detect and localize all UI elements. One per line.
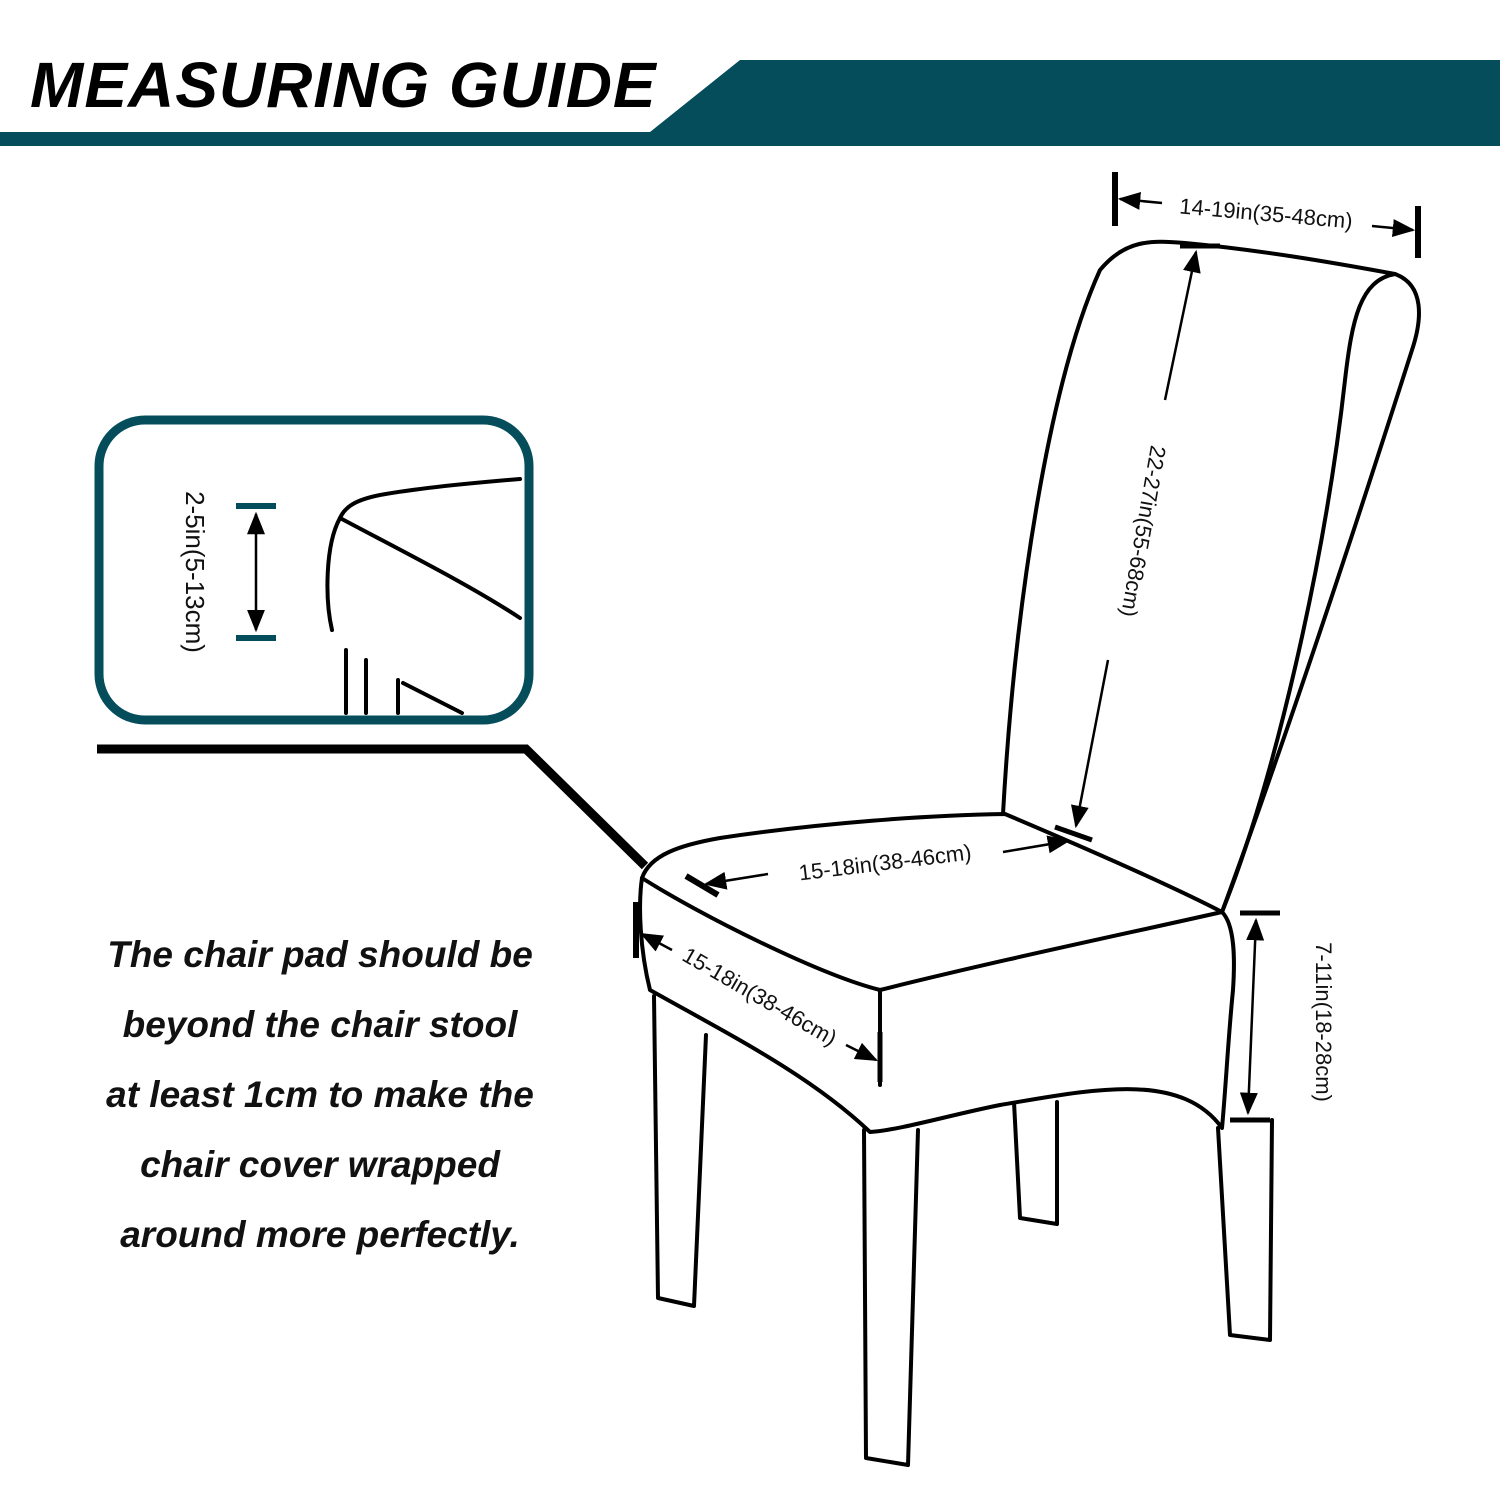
note-line: The chair pad should be: [107, 934, 533, 975]
back-left-leg: [1012, 1100, 1059, 1226]
callout-leader-line: [97, 744, 649, 870]
skirt-height-dimension: 7-11in(18-28cm): [1230, 910, 1336, 1123]
chair-illustration: [638, 239, 1421, 1467]
front-right-leg: [862, 1128, 920, 1467]
note-line: around more perfectly.: [120, 1214, 520, 1255]
note-line: at least 1cm to make the: [106, 1074, 534, 1115]
pad-detail-inset: [94, 415, 534, 725]
back-width-label: 14-19in(35-48cm): [1178, 193, 1353, 233]
back-side-seam: [1220, 272, 1397, 914]
chair-back: [1001, 239, 1421, 914]
title-banner: [0, 60, 1500, 146]
page-title: MEASURING GUIDE: [30, 49, 657, 121]
front-left-leg: [652, 994, 708, 1308]
seat-cushion: [638, 812, 1236, 1134]
back-right-leg: [1216, 1118, 1274, 1342]
pad-thickness-label: 2-5in(5-13cm): [180, 491, 210, 653]
usage-note: The chair pad should be beyond the chair…: [40, 920, 600, 1270]
note-line: beyond the chair stool: [122, 1004, 518, 1045]
skirt-height-label: 7-11in(18-28cm): [1311, 942, 1336, 1102]
note-line: chair cover wrapped: [140, 1144, 500, 1185]
